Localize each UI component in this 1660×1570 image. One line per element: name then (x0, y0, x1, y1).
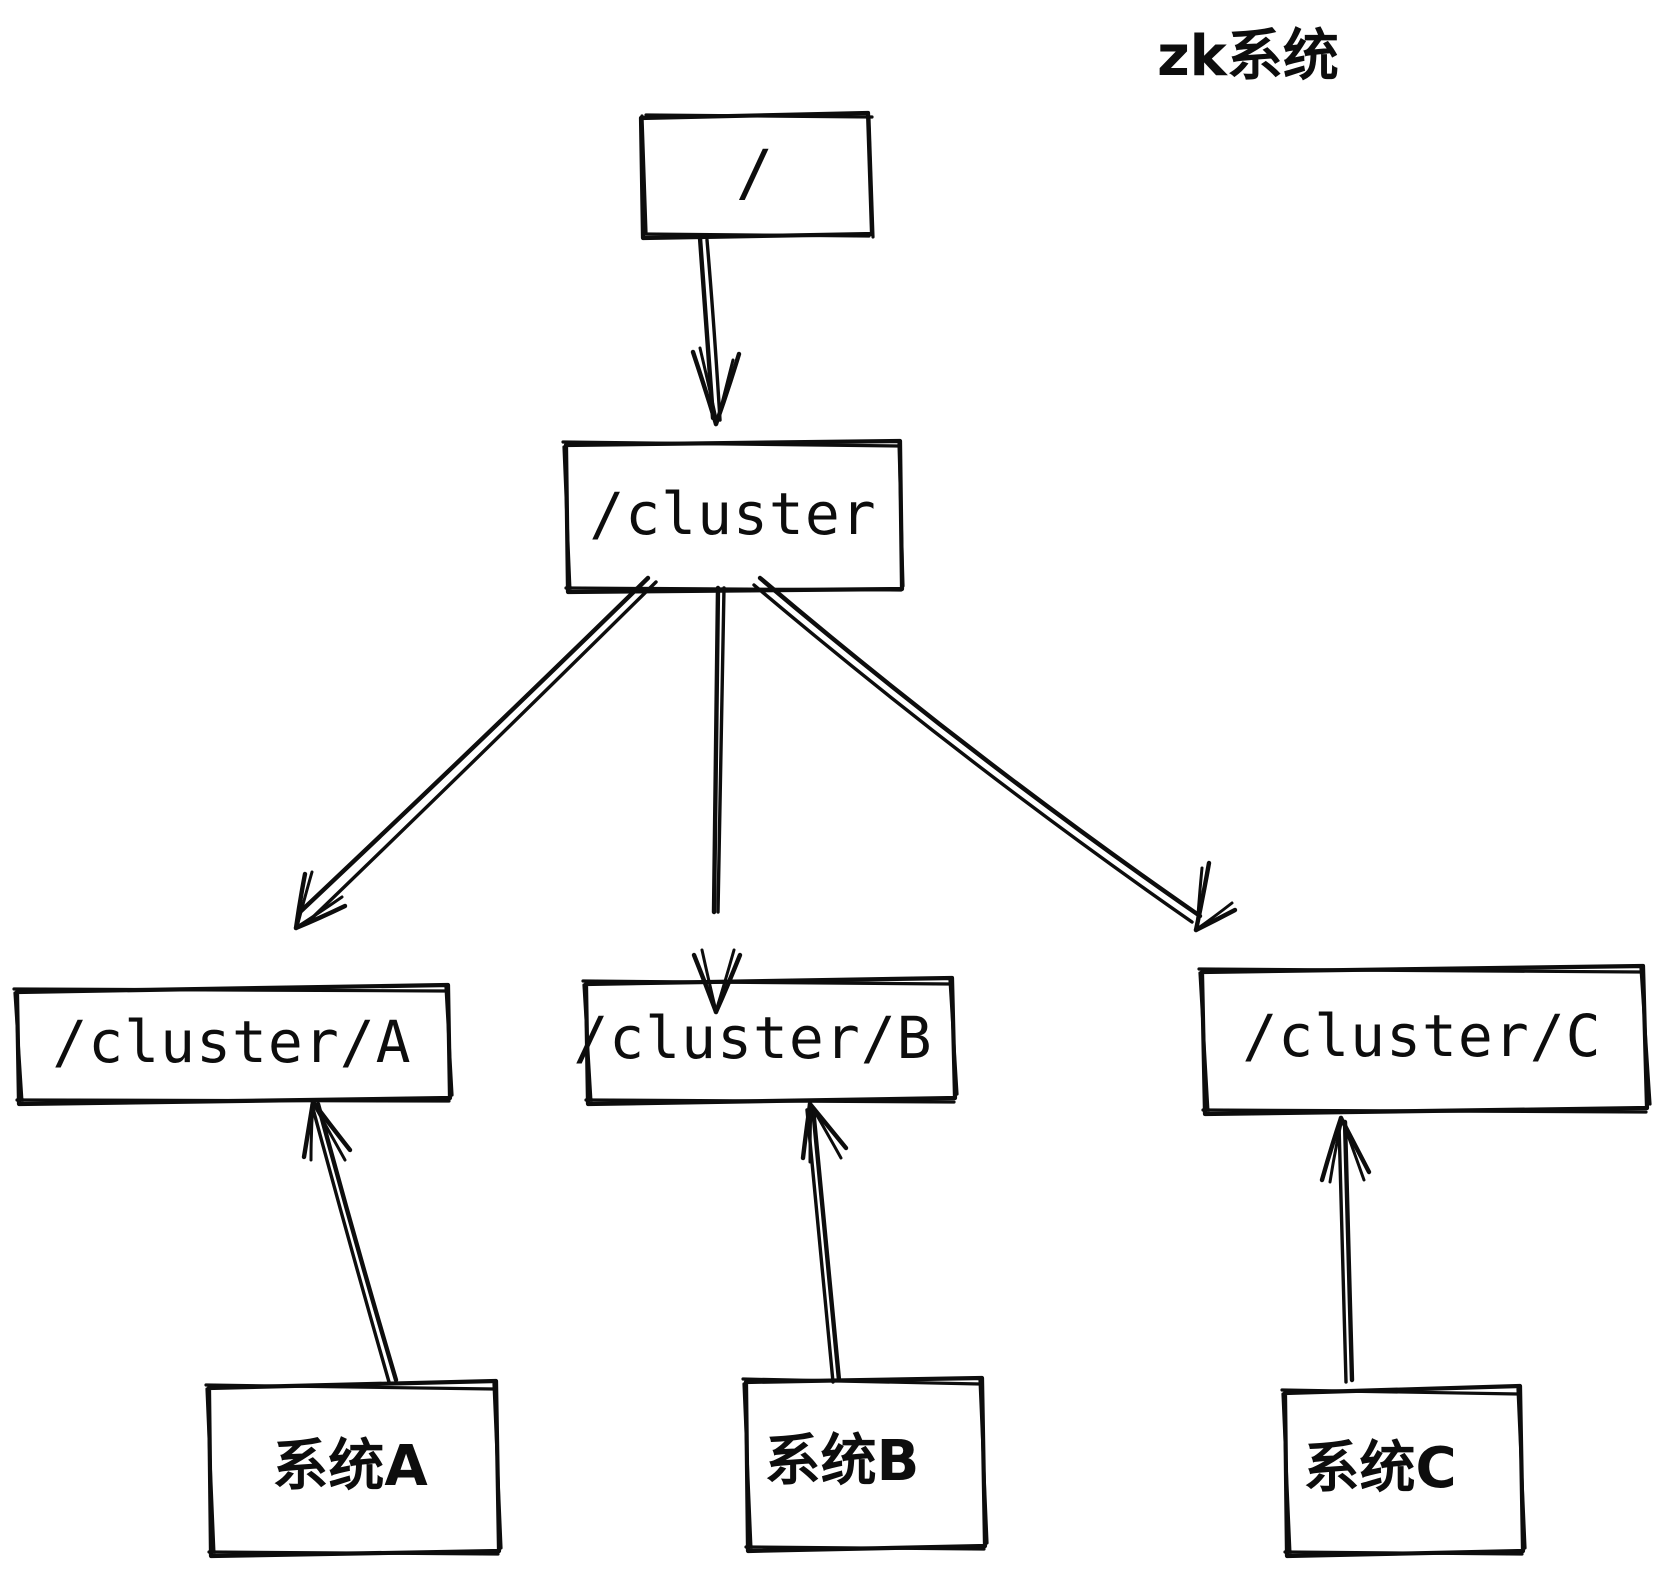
node-clusterA-label: /cluster/A (52, 1008, 411, 1076)
node-clusterA[interactable]: /cluster/A (12, 982, 454, 1107)
edge-cluster-to-clusterB (691, 585, 743, 1015)
edge-root-to-cluster (690, 235, 742, 427)
edge-cluster-to-clusterC (752, 575, 1238, 933)
edge-sysB-to-clusterB (800, 1101, 849, 1384)
node-root[interactable]: / (638, 110, 875, 241)
node-cluster-label: /cluster (589, 480, 876, 548)
diagram-title: zk系统 (1157, 24, 1339, 89)
node-sysB[interactable]: 系统B (741, 1375, 989, 1554)
node-sysB-label: 系统B (765, 1429, 920, 1494)
edge-sysC-to-clusterC (1319, 1115, 1372, 1384)
edge-sysA-to-clusterA (301, 1099, 399, 1384)
node-root-label: / (736, 136, 774, 209)
node-sysC-label: 系统C (1303, 1436, 1456, 1501)
node-clusterB-label: /cluster/B (573, 1004, 932, 1072)
node-sysA[interactable]: 系统A (204, 1378, 503, 1559)
node-clusterC-label: /cluster/C (1242, 1002, 1601, 1070)
node-clusterC[interactable]: /cluster/C (1197, 963, 1652, 1117)
node-cluster[interactable]: /cluster (561, 438, 905, 595)
node-clusterB[interactable]: /cluster/B (573, 975, 959, 1107)
edge-cluster-to-clusterA (293, 575, 658, 931)
node-sysC[interactable]: 系统C (1280, 1383, 1527, 1559)
node-sysA-label: 系统A (272, 1434, 428, 1499)
